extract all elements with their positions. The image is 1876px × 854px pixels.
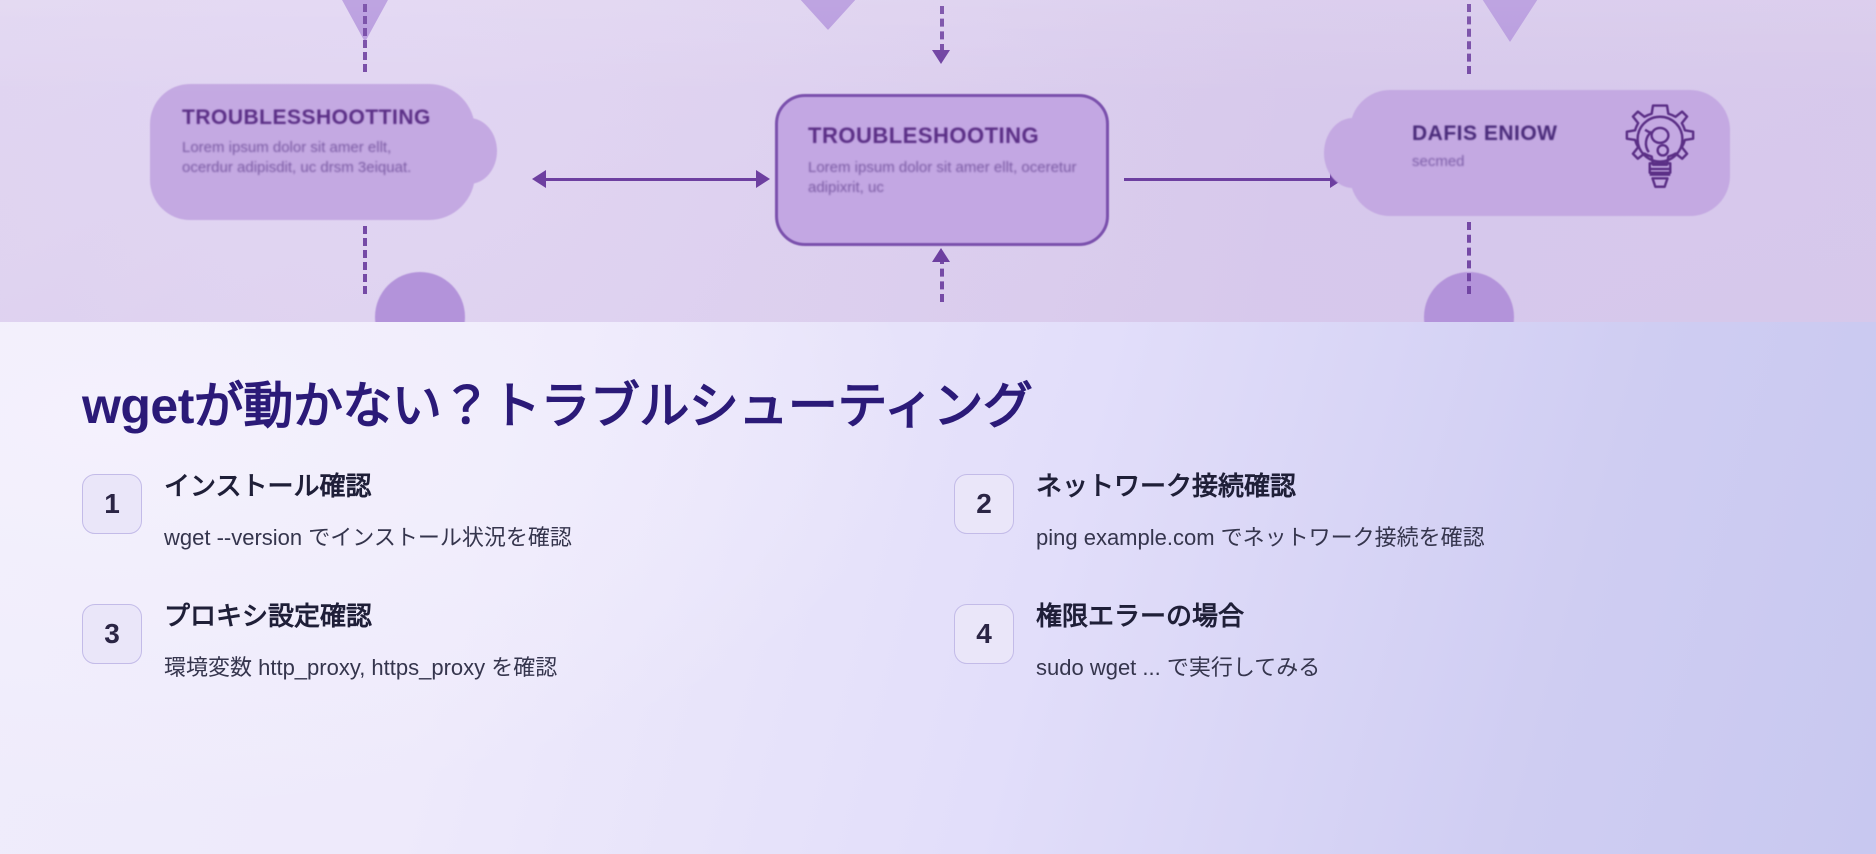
arrow-left-icon <box>532 170 546 188</box>
arrow-connector-left-to-center <box>540 178 762 181</box>
dashed-connector-line <box>363 4 367 72</box>
step-item: 2 ネットワーク接続確認 ping example.com でネットワーク接続を… <box>954 471 1826 552</box>
node-center-body: Lorem ipsum dolor sit amer ellt, oceretu… <box>808 159 1077 196</box>
dashed-connector-line <box>1467 4 1471 74</box>
step-text: プロキシ設定確認 環境変数 http_proxy, https_proxy を確… <box>164 602 557 682</box>
node-center-title: TROUBLESHOOTING <box>808 123 1040 148</box>
node-left-title: TROUBLESSHOOTTING <box>182 106 431 129</box>
node-bump-decoration <box>441 118 497 184</box>
step-text: ネットワーク接続確認 ping example.com でネットワーク接続を確認 <box>1036 471 1485 552</box>
step-description: sudo wget ... で実行してみる <box>1036 655 1321 681</box>
step-title: 権限エラーの場合 <box>1036 601 1245 632</box>
dashed-connector-line <box>940 256 944 302</box>
step-number-badge: 2 <box>954 474 1014 534</box>
step-description: wget --version でインストール状況を確認 <box>164 524 572 550</box>
diagram-node-center: TROUBLESHOOTING Lorem ipsum dolor sit am… <box>775 94 1109 246</box>
step-item: 1 インストール確認 wget --version でインストール状況を確認 <box>82 471 954 552</box>
arrow-connector-center-to-right <box>1124 178 1336 181</box>
dashed-connector-line <box>363 226 367 294</box>
step-title: ネットワーク接続確認 <box>1036 471 1297 501</box>
arrow-down-icon <box>932 50 950 64</box>
arrow-up-icon <box>932 248 950 262</box>
node-right-title: DAFIS ENIOW <box>1412 122 1558 145</box>
step-title: プロキシ設定確認 <box>164 601 373 632</box>
step-number-badge: 1 <box>82 474 142 534</box>
troubleshooting-section: wgetが動かない？トラブルシューティング 1 インストール確認 wget --… <box>0 322 1876 854</box>
dashed-connector-line <box>940 6 944 52</box>
diagram-node-left: TROUBLESSHOOTTING Lorem ipsum dolor sit … <box>150 84 497 220</box>
hero-diagram-image: TROUBLESSHOOTTING Lorem ipsum dolor sit … <box>0 0 1876 322</box>
step-item: 3 プロキシ設定確認 環境変数 http_proxy, https_proxy … <box>82 602 954 682</box>
step-number-badge: 4 <box>954 604 1014 665</box>
gear-lightbulb-icon <box>1625 104 1695 188</box>
step-text: 権限エラーの場合 sudo wget ... で実行してみる <box>1036 602 1320 682</box>
step-item: 4 権限エラーの場合 sudo wget ... で実行してみる <box>954 602 1826 682</box>
step-title: インストール確認 <box>164 471 372 501</box>
step-description: 環境変数 http_proxy, https_proxy を確認 <box>164 655 558 681</box>
arrow-right-icon <box>756 170 770 188</box>
step-description: ping example.com でネットワーク接続を確認 <box>1036 524 1485 550</box>
dashed-connector-line <box>1467 222 1471 294</box>
diagram-node-right: DAFIS ENIOW secmed <box>1324 90 1730 216</box>
node-left-body: Lorem ipsum dolor sit amer ellt, ocerdur… <box>182 139 412 176</box>
node-bump-decoration <box>1324 118 1382 188</box>
step-number-badge: 3 <box>82 604 142 665</box>
steps-grid: 1 インストール確認 wget --version でインストール状況を確認 2… <box>0 471 1876 683</box>
node-right-body: secmed <box>1412 153 1465 170</box>
step-text: インストール確認 wget --version でインストール状況を確認 <box>164 471 572 552</box>
page-title: wgetが動かない？トラブルシューティング <box>82 378 1033 434</box>
